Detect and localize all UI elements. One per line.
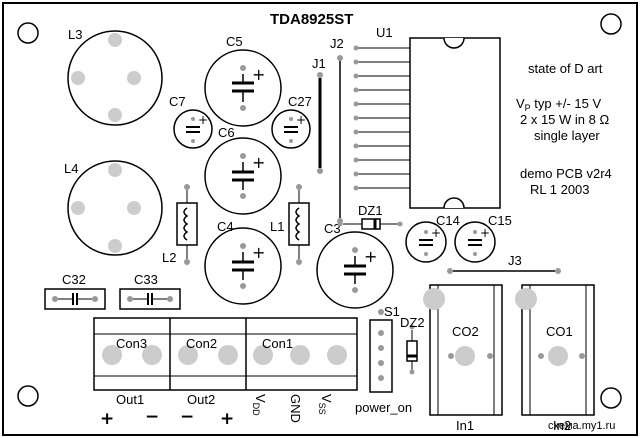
label-DZ1: DZ1 (358, 203, 383, 218)
capacitor-C32: C32 (44, 272, 106, 310)
label-out2-plus: + (220, 409, 234, 429)
label-L1: L1 (270, 219, 284, 234)
note-line2: VP typ +/- 15 V (516, 96, 601, 113)
svg-text:+: + (252, 65, 265, 84)
capacitor-C3: + C3 (316, 221, 394, 309)
mounting-hole-bl (17, 385, 39, 407)
note-line5: demo PCB v2r4 (520, 166, 612, 181)
inductor-L1: L1 (270, 184, 310, 265)
watermark: схема.my1.ru (548, 420, 615, 432)
label-L3: L3 (68, 27, 82, 42)
label-L4: L4 (64, 161, 78, 176)
label-C4: C4 (217, 219, 234, 234)
svg-text:+: + (198, 113, 208, 127)
label-vdd: VDD (251, 394, 268, 416)
svg-text:+: + (480, 226, 490, 240)
jumper-J2: J2 (330, 36, 344, 224)
label-J3: J3 (508, 253, 522, 268)
label-con3: Con3 (116, 336, 147, 351)
capacitor-C7: + C7 (169, 94, 213, 149)
label-gnd: GND (288, 394, 303, 423)
label-out2: Out2 (187, 392, 215, 407)
label-C5: C5 (226, 34, 243, 49)
capacitor-C33: C33 (119, 272, 181, 310)
note-line6: RL 1 2003 (530, 182, 590, 197)
label-DZ2: DZ2 (400, 315, 425, 330)
label-C33: C33 (134, 272, 158, 287)
label-C27: C27 (288, 94, 312, 109)
capacitor-C6: + C6 (204, 125, 282, 215)
svg-text:+: + (431, 226, 441, 240)
note-line3: 2 x 15 W in 8 Ω (520, 112, 609, 127)
capacitor-C4: + C4 (204, 219, 282, 305)
mounting-hole-br (600, 387, 622, 409)
svg-text:+: + (296, 113, 306, 127)
capacitor-C5: + C5 (204, 34, 282, 127)
jack-CO1: CO1 In2 (515, 284, 595, 433)
label-C14: C14 (436, 213, 460, 228)
board-title: TDA8925ST (270, 11, 353, 28)
inductor-L4: L4 (64, 160, 163, 256)
svg-text:+: + (364, 247, 377, 266)
label-C7: C7 (169, 94, 186, 109)
label-vss: VSS (317, 394, 334, 415)
label-out1-plus: + (100, 409, 114, 429)
switch-S1: S1 power_on (355, 304, 412, 415)
label-out1-minus: − (145, 407, 159, 427)
label-con1: Con1 (262, 336, 293, 351)
label-U1: U1 (376, 25, 393, 40)
capacitor-C14: + C14 (405, 213, 460, 263)
diode-DZ2: DZ2 (400, 315, 425, 375)
label-CO2: CO2 (452, 324, 479, 339)
label-CO1: CO1 (546, 324, 573, 339)
label-con2: Con2 (186, 336, 217, 351)
svg-text:+: + (252, 243, 265, 262)
mounting-hole-tr (600, 13, 622, 35)
note-line4: single layer (534, 128, 600, 143)
jumper-J3: J3 (447, 253, 561, 274)
label-in2: In2 (553, 418, 571, 433)
label-C15: C15 (488, 213, 512, 228)
label-out2-minus: − (180, 407, 194, 427)
label-J2: J2 (330, 36, 344, 51)
terminal-block: Con3 Con2 Con1 (93, 317, 358, 391)
mounting-hole-tl (17, 22, 39, 44)
label-out1: Out1 (116, 392, 144, 407)
ic-U1: U1 (353, 25, 501, 209)
jumper-J1: J1 (312, 56, 326, 174)
capacitor-C27: + C27 (271, 94, 312, 149)
inductor-L3: L3 (67, 27, 163, 126)
label-power-on: power_on (355, 400, 412, 415)
note-line1: state of D art (528, 61, 603, 76)
label-J1: J1 (312, 56, 326, 71)
svg-text:+: + (252, 153, 265, 172)
label-in1: In1 (456, 418, 474, 433)
label-C6: C6 (218, 125, 235, 140)
notes-block: state of D art VP typ +/- 15 V 2 x 15 W … (516, 61, 612, 197)
label-C32: C32 (62, 272, 86, 287)
inductor-L2: L2 (162, 184, 198, 265)
jack-CO2: CO2 In1 (423, 284, 503, 433)
label-S1: S1 (384, 304, 400, 319)
label-L2: L2 (162, 250, 176, 265)
label-C3: C3 (324, 221, 341, 236)
capacitor-C15: + C15 (454, 213, 512, 263)
diode-DZ1: DZ1 (337, 203, 403, 230)
